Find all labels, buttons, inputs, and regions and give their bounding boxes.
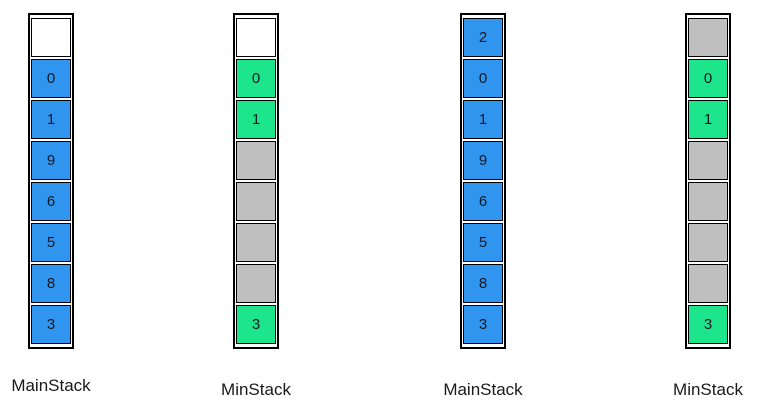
stack-label: MainStack — [443, 380, 523, 399]
stack-cell: 6 — [463, 182, 503, 221]
stack-cell-empty — [236, 18, 276, 57]
stack-cell-empty — [236, 141, 276, 180]
stack-cell: 1 — [688, 100, 728, 139]
stack-cell-empty — [236, 223, 276, 262]
stack-cell-empty — [688, 182, 728, 221]
stack-cell: 3 — [463, 305, 503, 344]
stack-cell-empty — [688, 223, 728, 262]
stack-cell: 8 — [463, 264, 503, 303]
stack-cell-empty — [688, 264, 728, 303]
stack-cell: 0 — [688, 59, 728, 98]
stack-cell: 0 — [236, 59, 276, 98]
stack-cell: 0 — [31, 59, 71, 98]
stack-cell: 5 — [31, 223, 71, 262]
stack-cell: 5 — [463, 223, 503, 262]
stack-label: MinStack — [221, 380, 291, 399]
stack-cell: 3 — [31, 305, 71, 344]
stack-cell-empty — [236, 182, 276, 221]
stack-cell: 9 — [31, 141, 71, 180]
stack-cell-empty — [688, 141, 728, 180]
stack-cell: 2 — [463, 18, 503, 57]
stack-label: MinStack — [673, 380, 743, 399]
stack-cell: 8 — [31, 264, 71, 303]
stack-cell: 1 — [236, 100, 276, 139]
stack-label: MainStack — [11, 376, 91, 395]
stack-cell-empty — [236, 264, 276, 303]
stack-cell: 6 — [31, 182, 71, 221]
stack-cell: 1 — [31, 100, 71, 139]
stack-cell: 3 — [236, 305, 276, 344]
stack-cell-empty — [688, 18, 728, 57]
stack-cell: 3 — [688, 305, 728, 344]
stack-cell-empty — [31, 18, 71, 57]
stack-cell: 1 — [463, 100, 503, 139]
stack-cell: 0 — [463, 59, 503, 98]
stack-cell: 9 — [463, 141, 503, 180]
